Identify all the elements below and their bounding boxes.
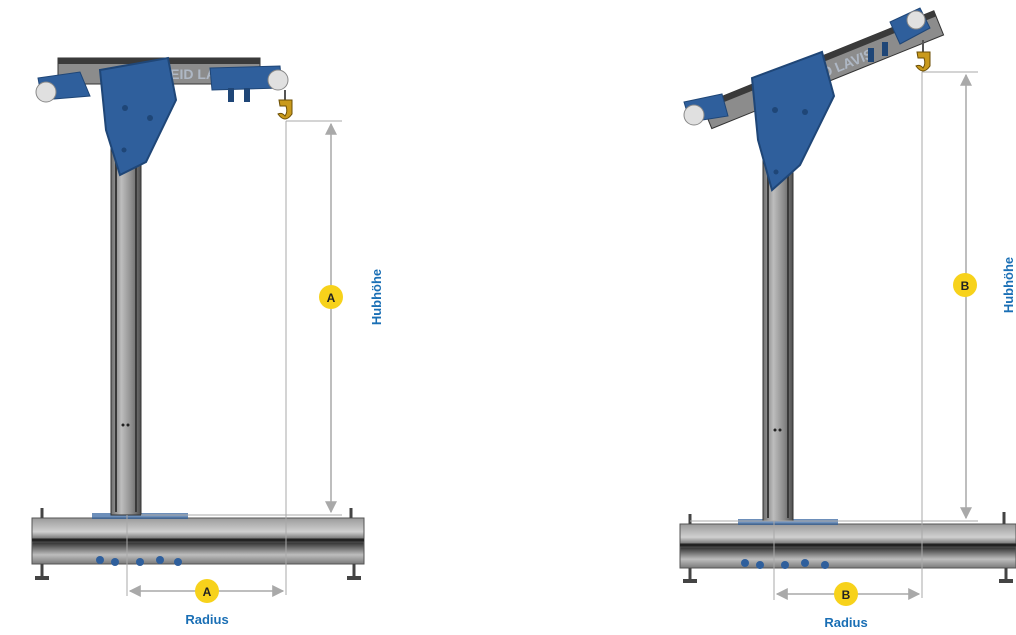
hook-icon <box>915 40 931 72</box>
base-beam <box>679 512 1016 583</box>
height-badge: B <box>953 273 977 297</box>
height-label: Hubhöhe <box>1001 257 1016 313</box>
svg-text:B: B <box>961 279 970 293</box>
wheel-icon <box>683 104 705 126</box>
radius-badge: B <box>834 582 858 606</box>
height-label: Hubhöhe <box>369 269 384 325</box>
radius-badge: A <box>195 579 219 603</box>
svg-text:A: A <box>203 585 212 599</box>
radius-label: Radius <box>824 615 867 630</box>
mast <box>762 154 794 522</box>
height-badge: A <box>319 285 343 309</box>
svg-text:B: B <box>842 588 851 602</box>
radius-label: Radius <box>185 612 228 627</box>
base-beam <box>31 508 365 580</box>
gusset-plate <box>750 50 836 192</box>
mast <box>110 134 142 516</box>
svg-text:A: A <box>327 291 336 305</box>
wheel-icon <box>35 81 57 103</box>
hook-icon <box>277 90 293 120</box>
crane-diagram-right: REID LAVIS B Hubhöhe <box>679 7 1016 630</box>
gusset-plate <box>98 56 178 177</box>
crane-diagram-left: REID LAVIS A Hubhöhe <box>31 56 384 627</box>
height-dimension <box>141 120 342 595</box>
